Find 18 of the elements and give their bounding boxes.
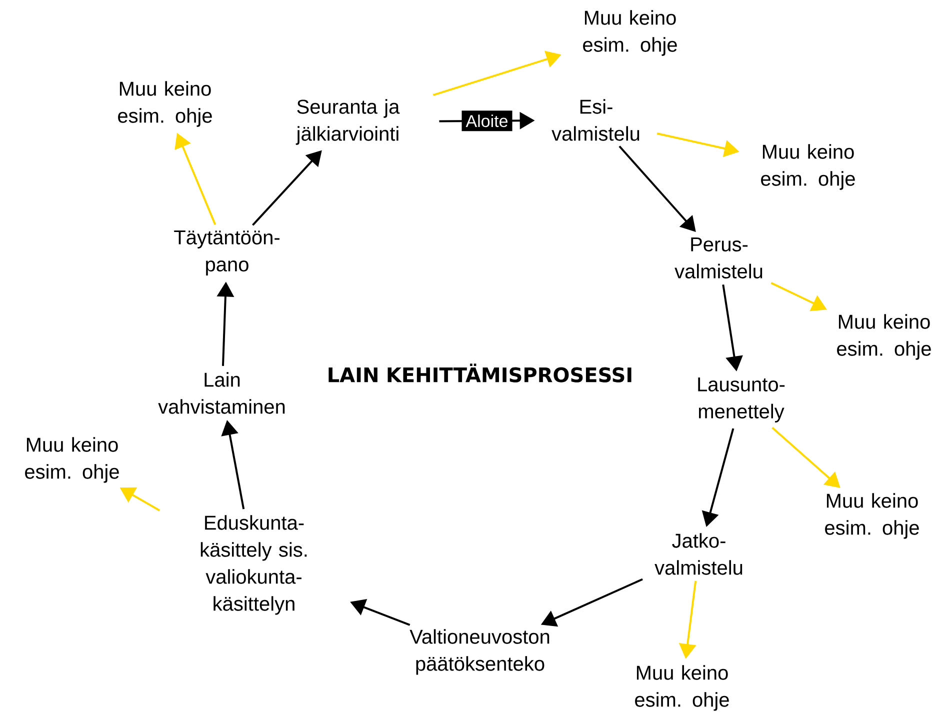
stage-text: Täytäntöön- pano: [174, 230, 280, 276]
stage-text: Eduskunta- käsittely sis. valiokunta- käsittelyn: [200, 515, 307, 615]
stage-text: Esi- valmistelu: [552, 99, 640, 141]
stage-text: Muu keino esim. ohje: [25, 437, 119, 483]
stage-text: Muu keino esim. ohje: [118, 81, 212, 127]
stage-text: Seuranta ja jälkiarviointi: [296, 99, 400, 145]
stage-text: Muu keino esim. ohje: [635, 665, 729, 711]
stage-text: Muu keino esim. ohje: [837, 314, 931, 360]
stage-text: Muu keino esim. ohje: [825, 493, 919, 539]
stage-text: Muu keino esim. ohje: [761, 144, 855, 190]
edge-label: Aloite: [462, 110, 512, 132]
stage-text: Jatko- valmistelu: [654, 533, 742, 575]
stage-text: Muu keino esim. ohje: [583, 10, 677, 56]
diagram-title: LAIN KEHITTÄMISPROSESSI: [328, 364, 632, 382]
stage-text: Perus- valmistelu: [674, 238, 762, 278]
stage-text: Lausunto- menettely: [698, 378, 785, 422]
stage-text: Valtioneuvoston päätöksenteko: [410, 629, 550, 675]
stage-text: Lain vahvistaminen: [158, 372, 285, 414]
